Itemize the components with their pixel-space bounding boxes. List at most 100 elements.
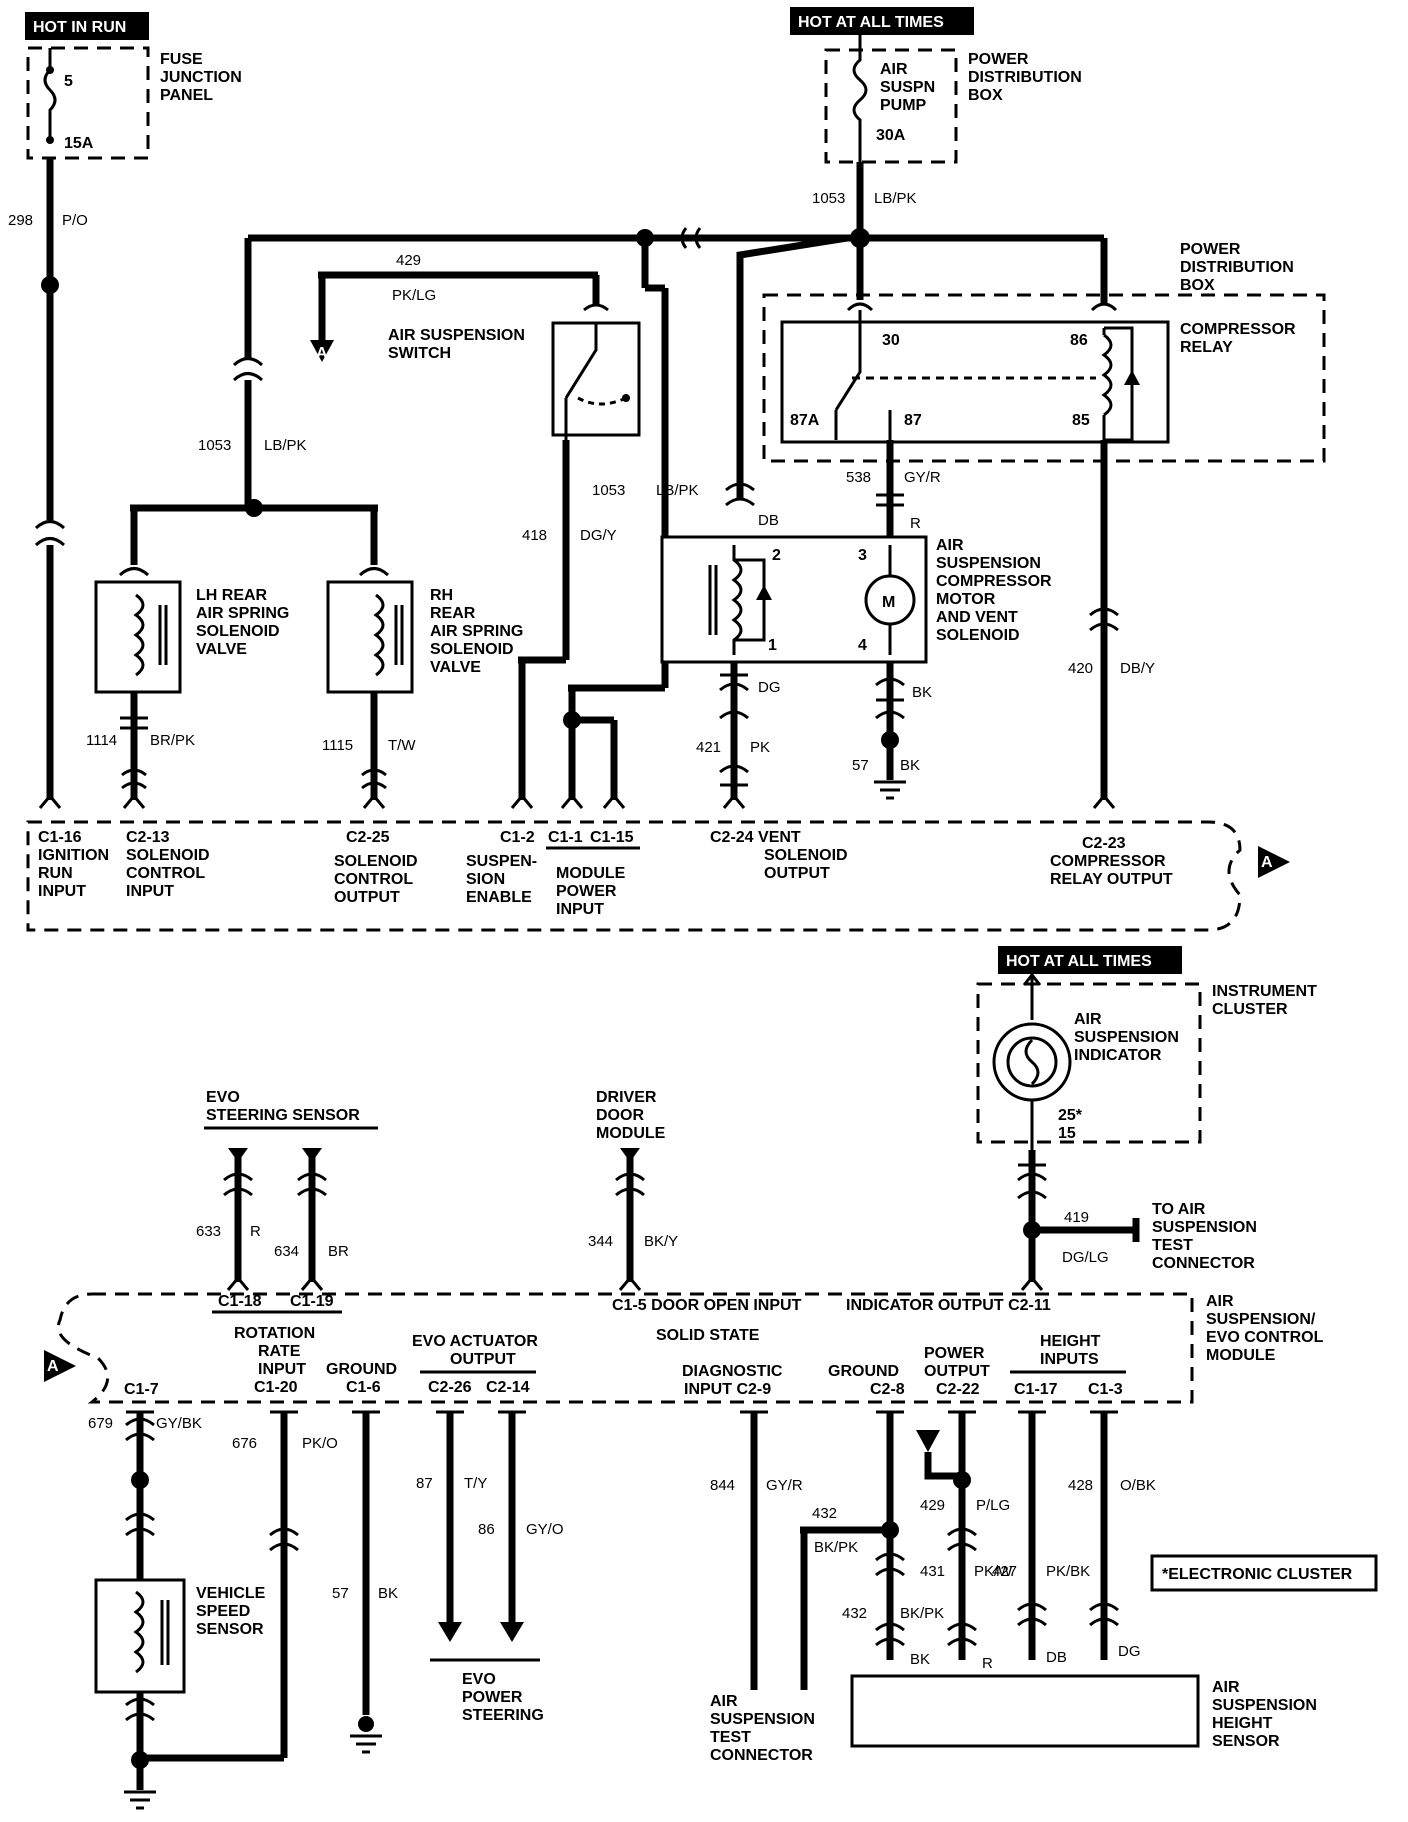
wire-1053b-color: LB/PK <box>264 437 307 454</box>
se-l1: SUSPEN- <box>466 853 537 870</box>
wire-429a-color: PK/LG <box>392 287 436 304</box>
wire-344-num: 344 <box>588 1233 613 1250</box>
cr-l2: RELAY OUTPUT <box>1050 871 1173 888</box>
compressor-l4: MOTOR <box>936 591 996 608</box>
evo-ps-l3: STEERING <box>462 1707 544 1724</box>
ht-l1: HEIGHT <box>1040 1333 1101 1350</box>
module-bottom-l4: MODULE <box>1206 1347 1276 1364</box>
wire-57a-num: 57 <box>852 757 869 774</box>
comp-pin-2: 2 <box>772 547 781 564</box>
air-suspension-compressor-motor <box>660 535 928 664</box>
wire-419-color: DG/LG <box>1062 1249 1109 1266</box>
pdb-fuse-box <box>824 48 958 164</box>
wire-1114-color: BR/PK <box>150 732 195 749</box>
rh-valve-l4: SOLENOID <box>430 641 514 658</box>
height-sensor-l2: SUSPENSION <box>1212 1697 1317 1714</box>
pin-c1-19: C1-19 <box>290 1293 334 1310</box>
ground-icon-vss <box>124 1790 156 1810</box>
wire-432b-color: BK/PK <box>900 1605 944 1622</box>
pump-fuse-amp: 30A <box>876 127 906 144</box>
wire-r-color: R <box>982 1655 993 1672</box>
rh-valve-l1: RH <box>430 587 453 604</box>
electronic-cluster-note-box <box>1150 1554 1378 1592</box>
ground-icon-2 <box>350 1734 382 1754</box>
wire-bkb-color: BK <box>910 1651 930 1668</box>
pin-c1-20: C1-20 <box>254 1379 298 1396</box>
fuse-junction-panel-box <box>26 46 150 160</box>
se-l3: ENABLE <box>466 889 532 906</box>
compressor-l1: AIR <box>936 537 964 554</box>
pin-c2-14: C2-14 <box>486 1379 530 1396</box>
wire-1053a-color: LB/PK <box>874 190 917 207</box>
comp-pin-1: 1 <box>768 637 777 654</box>
door-module-l2: DOOR <box>596 1107 644 1124</box>
wire-1115-color: T/W <box>388 737 416 754</box>
fuse-number: 5 <box>64 73 73 90</box>
wire-634-num: 634 <box>274 1243 299 1260</box>
pin-c2-9: INPUT C2-9 <box>684 1381 771 1398</box>
air-suspn-pump-fuse-icon <box>852 35 868 162</box>
pin-c1-5: C1-5 DOOR OPEN INPUT <box>612 1297 802 1314</box>
pin-c1-16: C1-16 <box>38 829 82 846</box>
splice-298 <box>41 276 59 294</box>
module-top-dashed-box <box>26 820 1242 932</box>
wire-57b-num: 57 <box>332 1585 349 1602</box>
pw-l2: OUTPUT <box>924 1363 990 1380</box>
relay-pin-87: 87 <box>904 412 922 429</box>
compressor-l2: SUSPENSION <box>936 555 1041 572</box>
rot-l3: INPUT <box>258 1361 306 1378</box>
relay-pin-87a: 87A <box>790 412 820 429</box>
wire-db-compressor <box>736 234 848 500</box>
ref-a-arrow-right <box>1258 846 1290 878</box>
module-bottom-dashed-box <box>56 1292 1194 1404</box>
ign-l3: INPUT <box>38 883 86 900</box>
cluster-pin-25: 25* <box>1058 1107 1083 1124</box>
gnd-l1: GROUND <box>326 1361 397 1378</box>
door-module-l1: DRIVER <box>596 1089 657 1106</box>
wire-57a-color: BK <box>900 757 920 774</box>
mp-l1: MODULE <box>556 865 626 882</box>
hot-all-times-text-top: HOT AT ALL TIMES <box>798 14 944 31</box>
ground-icon-1 <box>874 780 906 800</box>
wire-431-color: PK/W <box>974 1563 1013 1580</box>
test-conn-bottom-l3: TEST <box>710 1729 751 1746</box>
pin-c2-26: C2-26 <box>428 1379 472 1396</box>
wire-432a-color: BK/PK <box>814 1539 858 1556</box>
wire-427-num: 427 <box>992 1563 1017 1580</box>
relay-label-2: RELAY <box>1180 339 1233 356</box>
evo-ps-l2: POWER <box>462 1689 523 1706</box>
se-l2: SION <box>466 871 505 888</box>
mp-l3: INPUT <box>556 901 604 918</box>
wire-dgb-color: DG <box>1118 1643 1141 1660</box>
lh-valve-l4: VALVE <box>196 641 247 658</box>
pdb-relay-box <box>762 293 1326 463</box>
lh-valve-l3: SOLENOID <box>196 623 280 640</box>
wire-679-num: 679 <box>88 1415 113 1432</box>
ref-a-bottom-text: A <box>47 1358 59 1375</box>
wire-676-num: 676 <box>232 1435 257 1452</box>
wire-86-color: GY/O <box>526 1521 564 1538</box>
wire-344-color: BK/Y <box>644 1233 678 1250</box>
pdb-relay-l3: BOX <box>1180 277 1215 294</box>
wire-420-num: 420 <box>1068 660 1093 677</box>
rot-l1: ROTATION <box>234 1325 315 1342</box>
module-bottom-l1: AIR <box>1206 1293 1234 1310</box>
vss-l2: SPEED <box>196 1603 250 1620</box>
wire-633-num: 633 <box>196 1223 221 1240</box>
pin-c1-3: C1-3 <box>1088 1381 1123 1398</box>
hot-all-times-tag-mid <box>998 946 1182 974</box>
door-module-l3: MODULE <box>596 1125 666 1142</box>
cluster-l1: INSTRUMENT <box>1212 983 1317 1000</box>
wire-db-color: DB <box>758 512 779 529</box>
pdb-top-l1: POWER <box>968 51 1029 68</box>
vs-l1: SOLENOID <box>764 847 848 864</box>
test-conn-bottom-l1: AIR <box>710 1693 738 1710</box>
relay-switch-icon <box>834 310 892 440</box>
ref-a-arrow-bottom <box>44 1350 76 1382</box>
wire-87-color: T/Y <box>464 1475 487 1492</box>
wire-1053c-num: 1053 <box>592 482 625 499</box>
height-sensor-l1: AIR <box>1212 1679 1240 1696</box>
pump-fuse-l2: SUSPN <box>880 79 935 96</box>
mp-l2: POWER <box>556 883 617 900</box>
